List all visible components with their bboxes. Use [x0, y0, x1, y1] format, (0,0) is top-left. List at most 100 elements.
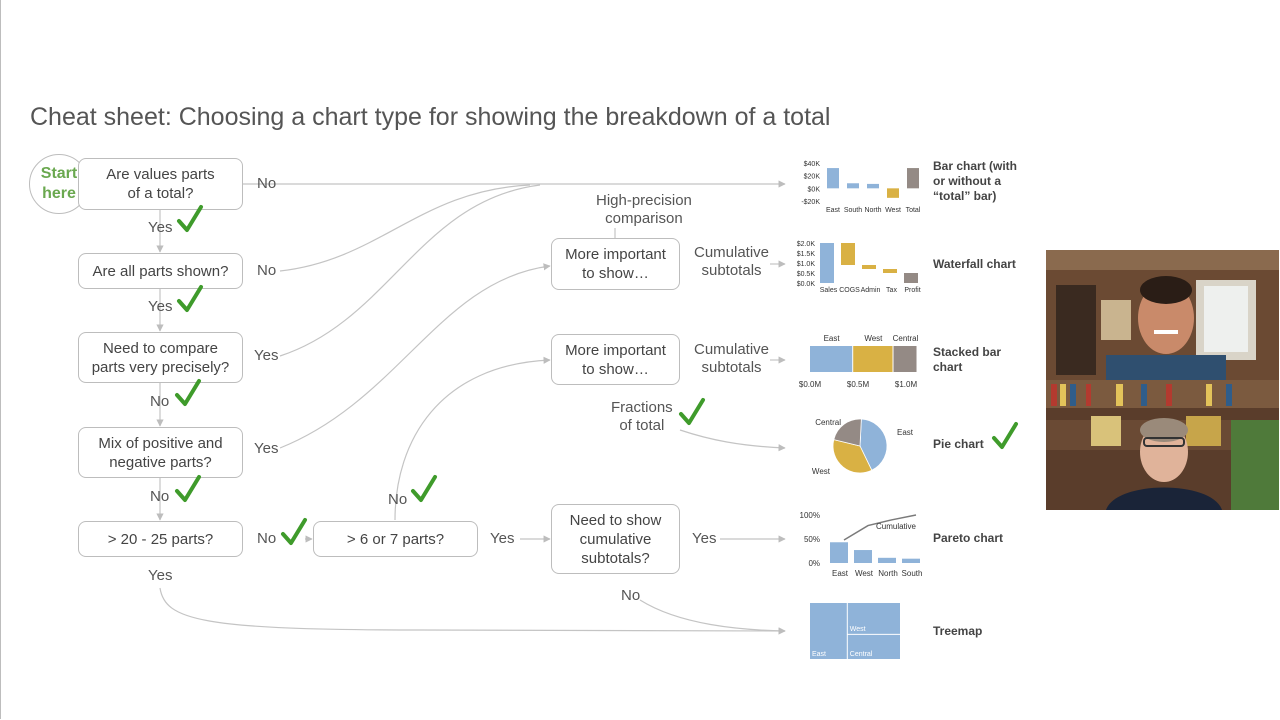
cell-label: Central	[850, 651, 873, 658]
start-label: Start here	[40, 165, 78, 202]
stacked-segment	[893, 346, 917, 372]
answer-no: No	[388, 491, 408, 508]
x-tick-label: East	[826, 207, 840, 214]
x-tick-label: COGS	[839, 287, 860, 294]
check-icon	[175, 475, 201, 502]
y-tick-label: $0K	[808, 186, 821, 193]
question-compare-precisely: Need to compare parts very precisely?	[78, 332, 243, 383]
y-tick-label: $2.0K	[797, 241, 816, 248]
video-image	[1046, 380, 1279, 510]
cumulative-line	[843, 514, 917, 541]
question-text: Need to compare parts very precisely?	[91, 339, 230, 376]
cell-label: East	[812, 651, 826, 658]
x-tick-label: Total	[906, 207, 921, 214]
answer-yes: Yes	[148, 567, 173, 584]
answer-no: No	[257, 530, 277, 547]
pie-slice	[859, 418, 888, 471]
question-more-important-1: More important to show…	[551, 238, 680, 290]
waterfall-bar	[820, 243, 834, 283]
x-tick-label: $0.0M	[799, 380, 822, 389]
waterfall-bar	[841, 243, 855, 265]
answer-no: No	[257, 262, 277, 279]
answer-yes: Yes	[148, 298, 173, 315]
pareto-bar	[878, 557, 896, 563]
x-tick-label: South	[844, 207, 862, 214]
segment-label: Central	[893, 334, 919, 343]
question-text: > 20 - 25 parts?	[107, 530, 214, 548]
edge-q9-no	[639, 599, 786, 635]
slide-title: Cheat sheet: Choosing a chart type for s…	[30, 103, 831, 131]
waterfall-bar	[883, 269, 897, 273]
question-text: Mix of positive and negative parts?	[98, 434, 223, 471]
answer-cumulative-subtotals: Cumulative subtotals	[694, 244, 770, 279]
check-icon	[177, 205, 203, 232]
check-icon	[679, 398, 705, 425]
y-tick-label: $20K	[804, 174, 821, 181]
x-tick-label: South	[902, 569, 923, 578]
check-icon	[411, 475, 437, 502]
answer-no: No	[257, 175, 277, 192]
answer-yes: Yes	[148, 219, 173, 236]
x-tick-label: West	[855, 569, 874, 578]
question-six-or-seven-parts: > 6 or 7 parts?	[313, 521, 478, 557]
chart-name-bar: Bar chart (with or without a “total” bar…	[933, 159, 1018, 203]
video-feed-1	[1046, 250, 1279, 380]
edge-q2-no	[279, 184, 531, 272]
x-tick-label: $1.0M	[895, 380, 918, 389]
question-text: Are values parts of a total?	[106, 166, 215, 202]
bar	[887, 188, 899, 198]
y-tick-label: $1.0K	[797, 261, 816, 268]
bar	[847, 183, 859, 189]
x-tick-label: Sales	[820, 287, 838, 294]
question-parts-of-total: Are values parts of a total?	[78, 158, 243, 210]
question-positive-negative: Mix of positive and negative parts?	[78, 427, 243, 478]
pareto-bar	[902, 558, 920, 563]
y-tick-label: -$20K	[801, 199, 820, 206]
answer-yes: Yes	[254, 347, 279, 364]
chart-name-stacked: Stacked bar chart	[933, 345, 1002, 374]
answer-yes: Yes	[490, 530, 515, 547]
question-many-parts: > 20 - 25 parts?	[78, 521, 243, 557]
slice-label: West	[812, 467, 831, 476]
chart-name-waterfall: Waterfall chart	[933, 257, 1016, 271]
video-image	[1046, 250, 1279, 380]
edge-q3-yes	[279, 184, 541, 357]
y-tick-label: $1.5K	[797, 251, 816, 258]
check-icon	[177, 285, 203, 312]
edge-q8-fractions	[679, 429, 786, 452]
segment-label: West	[864, 334, 883, 343]
edge-q6-no	[394, 356, 551, 521]
cell-label: West	[850, 626, 866, 633]
stacked-segment	[810, 346, 853, 372]
chart-name-pie: Pie chart	[933, 437, 984, 451]
y-tick-label: $40K	[804, 161, 821, 168]
chart-name-pareto: Pareto chart	[933, 531, 1004, 545]
check-icon	[175, 379, 201, 406]
check-icon	[992, 422, 1018, 449]
bar	[867, 183, 879, 189]
slice-label: Central	[815, 418, 841, 427]
waterfall-bar	[904, 273, 918, 283]
segment-label: East	[824, 334, 841, 343]
y-tick-label: $0.5K	[797, 271, 816, 278]
answer-no: No	[150, 488, 170, 505]
edge-q5-yes	[159, 587, 786, 635]
question-text: Need to show cumulative subtotals?	[569, 511, 662, 567]
question-cumulative-subtotals: Need to show cumulative subtotals?	[551, 504, 680, 574]
answer-no: No	[621, 587, 641, 604]
stacked-segment	[853, 346, 893, 372]
question-more-important-2: More important to show…	[551, 334, 680, 385]
treemap-cell	[847, 634, 900, 659]
x-tick-label: Tax	[886, 287, 897, 294]
pie-slice	[833, 418, 862, 447]
slice-label: East	[897, 428, 914, 437]
question-all-parts-shown: Are all parts shown?	[78, 253, 243, 289]
x-tick-label: North	[878, 569, 898, 578]
y-tick-label: 50%	[804, 535, 820, 544]
video-feed-2	[1046, 380, 1279, 510]
answer-no: No	[150, 393, 170, 410]
bar	[907, 168, 919, 189]
